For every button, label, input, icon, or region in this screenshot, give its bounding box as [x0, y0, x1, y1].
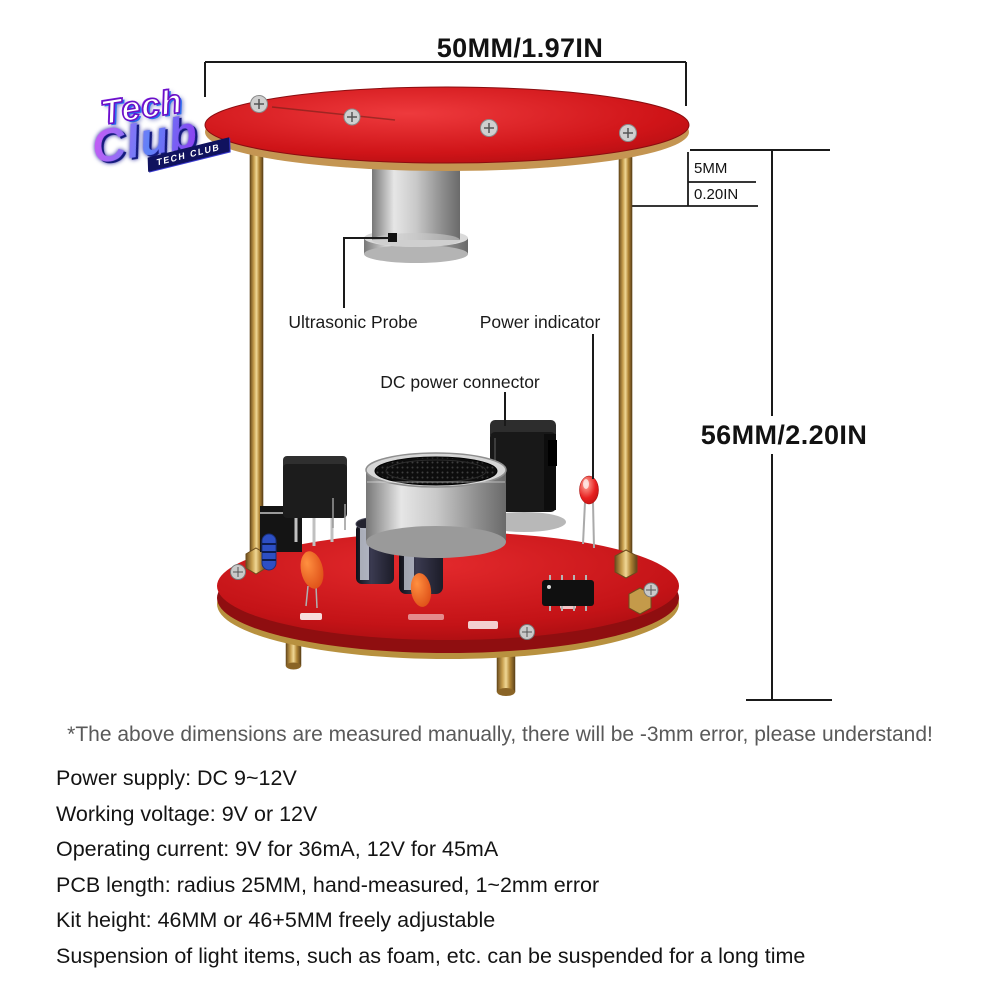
spec-working-voltage: Working voltage: 9V or 12V: [56, 801, 318, 826]
dim-gap-label-mm: 5MM: [694, 160, 728, 177]
label-power-indicator: Power indicator: [479, 312, 601, 332]
small-ic: [542, 575, 594, 611]
support-rod-left: [249, 147, 264, 567]
measurement-disclaimer: *The above dimensions are measured manua…: [67, 723, 933, 746]
spec-pcb-length: PCB length: radius 25MM, hand-measured, …: [56, 872, 600, 897]
dimension-top-width: [204, 61, 687, 106]
dimension-gap: [632, 152, 758, 207]
leader-lines: [343, 233, 594, 479]
dim-top-width-label: 50MM/1.97IN: [436, 33, 604, 63]
spec-list: Power supply: DC 9~12V Working voltage: …: [56, 761, 805, 975]
spec-kit-height: Kit height: 46MM or 46+5MM freely adjust…: [56, 908, 496, 933]
top-screws: [250, 95, 637, 142]
film-capacitors: [300, 551, 432, 609]
label-ultrasonic-probe: Ultrasonic Probe: [288, 312, 418, 332]
label-dc-power-connector: DC power connector: [380, 372, 540, 392]
ultrasonic-probe: [364, 164, 468, 263]
ultrasonic-transducer: [365, 452, 507, 558]
dim-gap-label-in: 0.20IN: [694, 186, 739, 203]
spec-power-supply: Power supply: DC 9~12V: [56, 766, 297, 790]
dimension-height: [690, 149, 832, 701]
bottom-screws: [230, 564, 659, 640]
dim-height-label: 56MM/2.20IN: [700, 420, 868, 450]
dc-jack: [482, 420, 566, 532]
support-rod-right: [618, 149, 633, 569]
bottom-pcb-plate: [217, 532, 679, 659]
spec-operating-current: Operating current: 9V for 36mA, 12V for …: [56, 837, 499, 862]
spec-suspension: Suspension of light items, such as foam,…: [56, 943, 806, 968]
top-pcb-plate: [204, 86, 690, 171]
power-led: [579, 475, 599, 549]
device-illustration: [204, 61, 832, 701]
resistor: [261, 533, 277, 571]
